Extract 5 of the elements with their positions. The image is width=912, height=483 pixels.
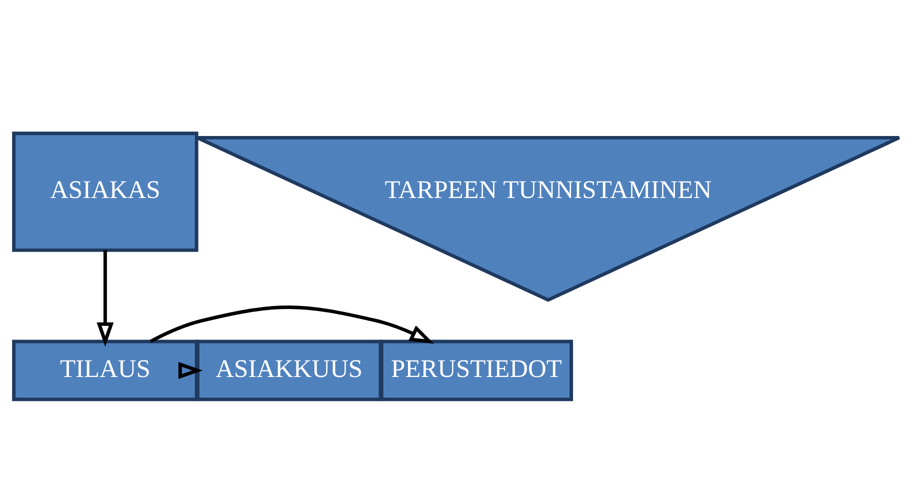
arrow — [149, 306, 434, 344]
arrow — [178, 362, 202, 379]
node-box: ASIAKAS — [12, 132, 198, 252]
node-box: PERUSTIEDOT — [379, 340, 573, 402]
arrow — [96, 250, 114, 347]
